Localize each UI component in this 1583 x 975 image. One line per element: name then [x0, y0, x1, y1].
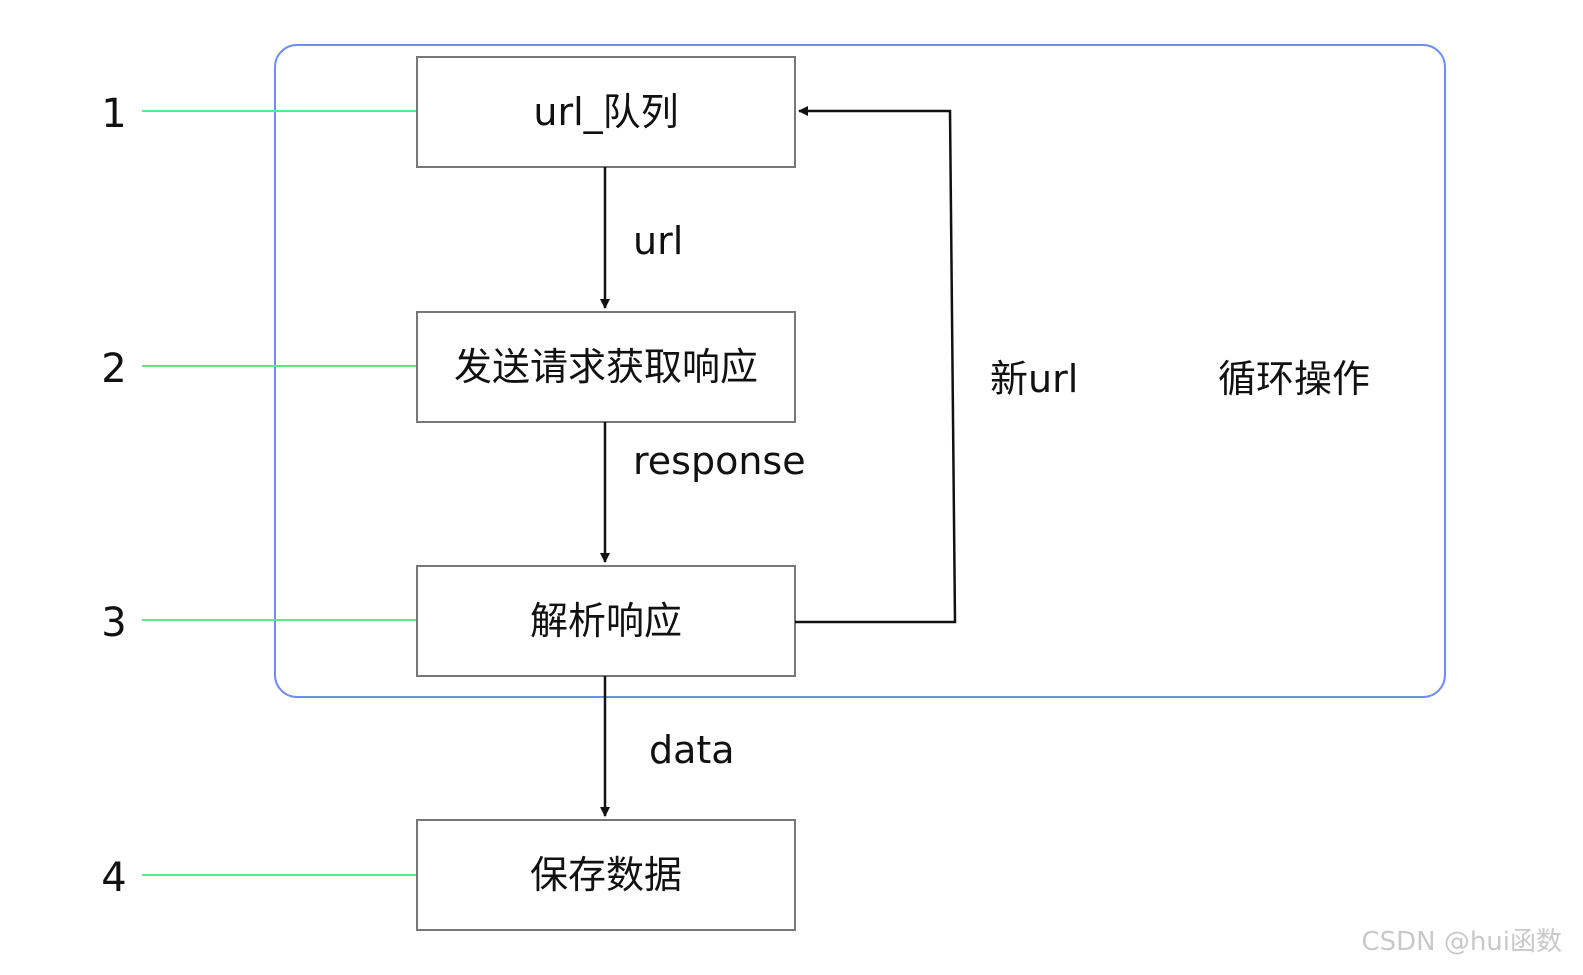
data-edge-label: data	[649, 728, 735, 772]
url-queue-box	[416, 56, 796, 168]
save-data-label: 保存数据	[530, 853, 682, 897]
step-2-number: 2	[101, 346, 126, 392]
step-3-number: 3	[101, 600, 126, 646]
step-4-number: 4	[101, 855, 126, 901]
watermark: CSDN @hui函数	[1361, 927, 1562, 957]
send-request-label: 发送请求获取响应	[454, 345, 758, 389]
loop-operation-label: 循环操作	[1218, 357, 1370, 401]
url-queue-label: url_队列	[533, 90, 678, 134]
step-1-number: 1	[101, 91, 126, 137]
parse-response-label: 解析响应	[530, 599, 682, 643]
save-data-box	[416, 819, 796, 931]
loop-container	[274, 44, 1446, 698]
url-edge-label: url	[633, 219, 683, 263]
response-edge-label: response	[633, 439, 806, 483]
new-url-loop-arrow	[795, 106, 957, 624]
new-url-edge-label: 新url	[990, 357, 1078, 401]
